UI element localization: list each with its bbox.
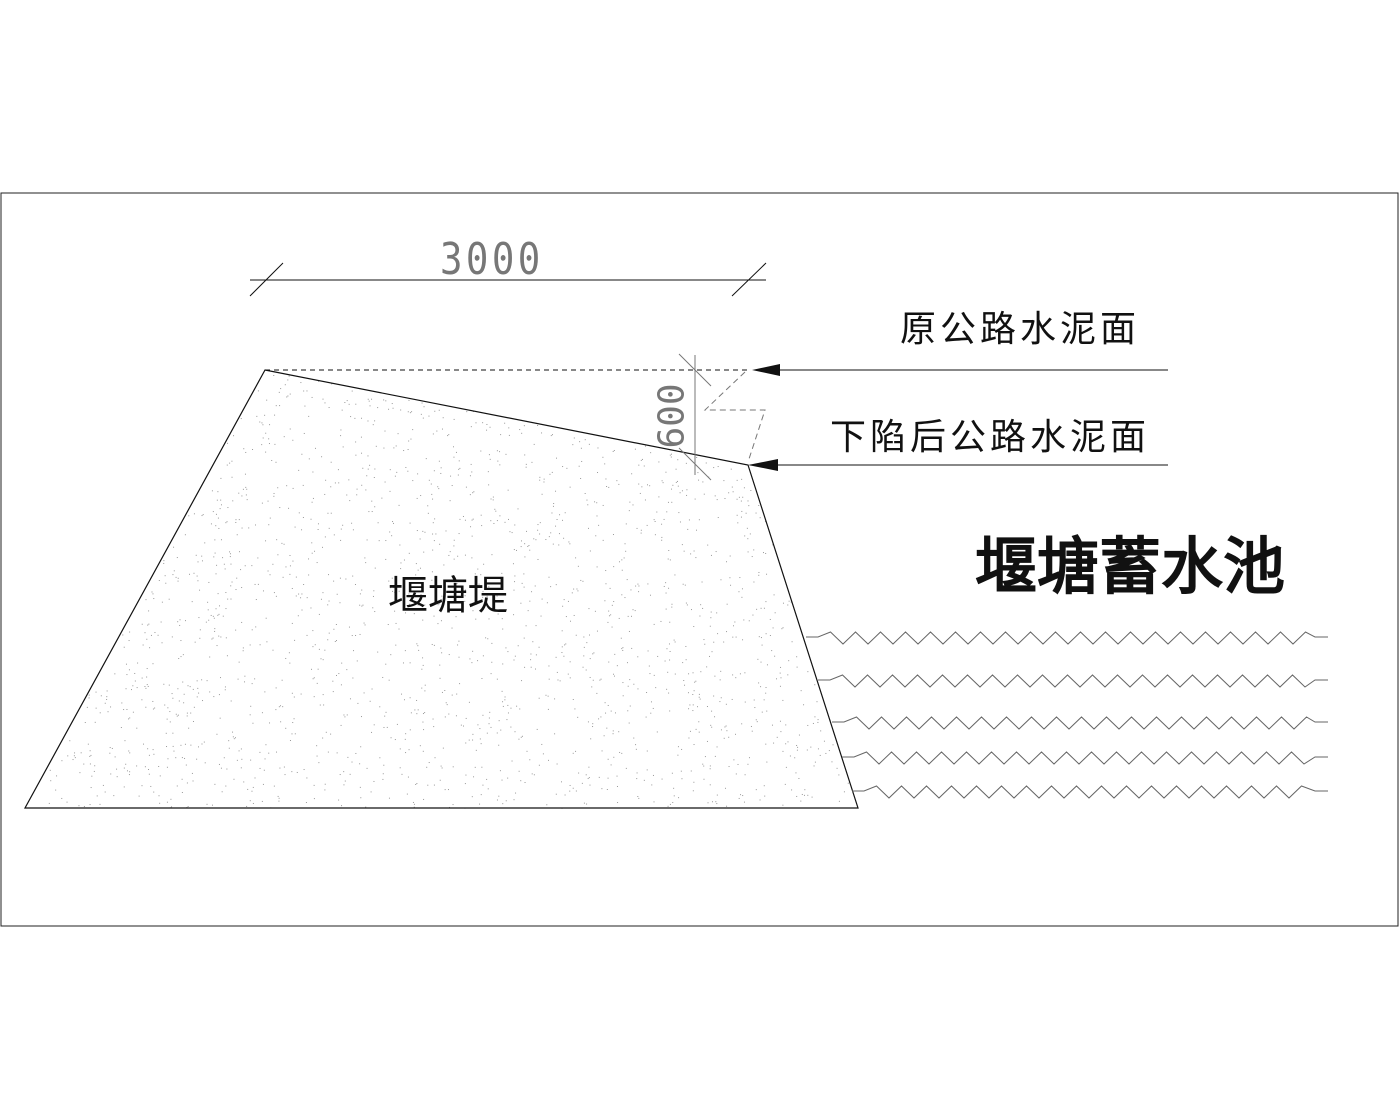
drawing-frame bbox=[0, 192, 1399, 927]
embankment-label: 堰塘堤 bbox=[388, 573, 508, 619]
settlement-leader bbox=[703, 371, 766, 463]
width-dimension-text: 3000 bbox=[440, 234, 544, 285]
water-line bbox=[832, 716, 1328, 730]
embankment-fill-texture bbox=[48, 374, 850, 809]
dimension-tick bbox=[678, 353, 712, 387]
drop-dimension-text: 600 bbox=[651, 383, 693, 449]
water-line bbox=[818, 674, 1328, 688]
water-line bbox=[842, 751, 1328, 765]
original-surface-label: 原公路水泥面 bbox=[900, 309, 1141, 350]
water-line bbox=[806, 631, 1328, 645]
arrowhead-icon bbox=[748, 459, 778, 471]
water-surface-lines bbox=[806, 631, 1328, 799]
arrowhead-icon bbox=[752, 364, 780, 376]
dimension-tick bbox=[731, 262, 767, 297]
dimension-tick bbox=[249, 262, 284, 297]
reservoir-label: 堰塘蓄水池 bbox=[975, 530, 1286, 603]
dimension-tick bbox=[678, 447, 712, 481]
water-line bbox=[852, 785, 1328, 799]
embankment-outline bbox=[23, 369, 859, 809]
sunken-surface-label: 下陷后公路水泥面 bbox=[830, 417, 1151, 458]
